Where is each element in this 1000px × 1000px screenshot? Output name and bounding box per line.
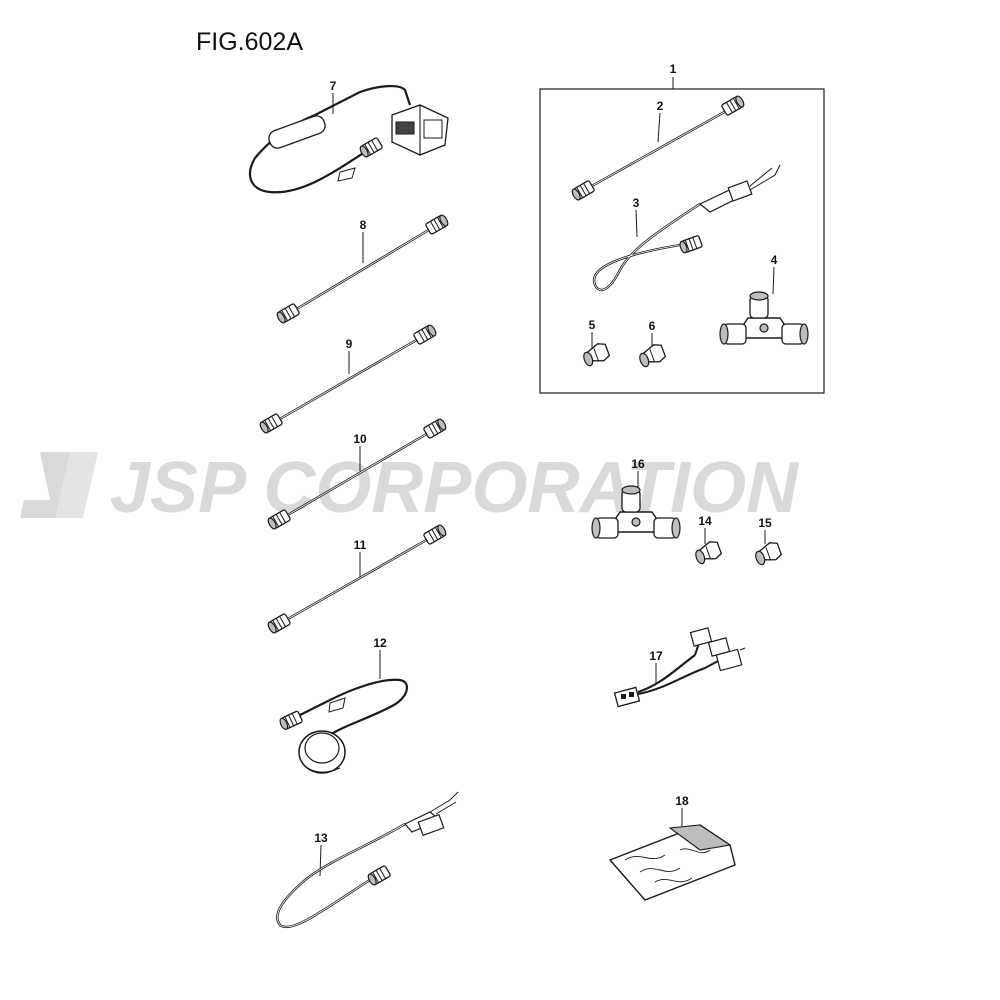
callout-17: 17 xyxy=(649,649,663,663)
part-11-cable xyxy=(265,523,449,635)
part-14-terminator xyxy=(692,538,724,566)
callout-12: 12 xyxy=(373,636,387,650)
callout-10: 10 xyxy=(353,432,367,446)
callout-numbers: 1 2 3 4 5 6 7 8 9 10 11 12 13 14 15 16 1… xyxy=(314,62,777,845)
callout-4: 4 xyxy=(771,253,778,267)
callout-2: 2 xyxy=(657,99,664,113)
callout-1: 1 xyxy=(670,62,677,76)
part-3-power-cable xyxy=(592,164,781,292)
part-6-terminator xyxy=(636,341,668,369)
watermark-text: JSP CORPORATION xyxy=(110,448,800,528)
figure-title: FIG.602A xyxy=(196,28,303,56)
callout-18: 18 xyxy=(675,794,689,808)
callout-14: 14 xyxy=(698,514,712,528)
part-15-terminator xyxy=(752,539,784,567)
callout-13: 13 xyxy=(314,831,328,845)
callout-16: 16 xyxy=(631,457,645,471)
callout-5: 5 xyxy=(589,318,596,332)
part-5-terminator xyxy=(580,340,612,368)
part-7-cable-box xyxy=(248,85,449,194)
callout-8: 8 xyxy=(360,218,367,232)
watermark: JSP CORPORATION xyxy=(20,448,800,528)
callout-11: 11 xyxy=(354,538,367,552)
part-10-cable xyxy=(265,417,449,531)
part-17-wire-harness xyxy=(613,627,746,708)
part-2-cable xyxy=(569,94,747,202)
part-12-sensor xyxy=(277,678,409,774)
callout-15: 15 xyxy=(758,516,772,530)
part-4-tee-connector xyxy=(719,291,809,345)
callout-9: 9 xyxy=(346,337,353,351)
item-1-group-box xyxy=(539,88,825,394)
part-8-cable xyxy=(274,213,451,325)
part-13-power-cable xyxy=(276,791,459,928)
watermark-logo-bar-icon xyxy=(55,452,98,518)
part-18-bag xyxy=(608,824,736,901)
callout-7: 7 xyxy=(330,79,337,93)
callout-6: 6 xyxy=(649,319,656,333)
callout-3: 3 xyxy=(633,196,640,210)
part-9-cable xyxy=(257,323,439,435)
